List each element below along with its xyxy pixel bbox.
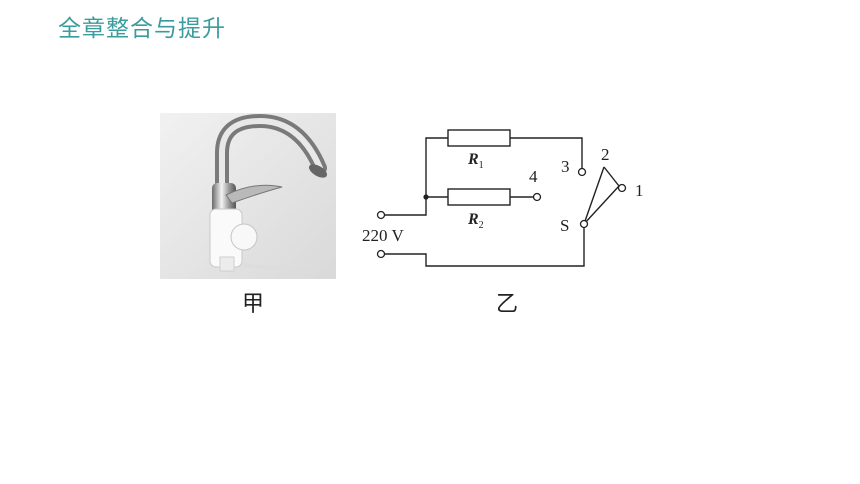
r1-label: R1: [467, 151, 484, 171]
switch-label: S: [560, 216, 569, 235]
contact-1: [617, 183, 627, 193]
page-title: 全章整合与提升: [58, 16, 226, 42]
contact-4-label: 4: [529, 167, 538, 186]
terminal-top: [376, 210, 386, 220]
caption-figure-a: 甲: [242, 292, 265, 317]
junction-dot: [423, 194, 429, 200]
caption-figure-b: 乙: [496, 292, 519, 317]
contact-3: [577, 167, 587, 177]
r2-label: R2: [467, 211, 484, 231]
contact-2-label: 2: [601, 145, 610, 164]
switch-pivot: [579, 219, 589, 229]
contact-1-label: 1: [635, 181, 644, 200]
circuit-diagram: R1 R2 220 V 4 3 2 1 S: [362, 129, 644, 267]
voltage-label: 220 V: [362, 226, 404, 245]
contact-4: [532, 192, 542, 202]
terminal-bottom: [376, 249, 386, 259]
faucet-photo: [160, 113, 336, 279]
contact-3-label: 3: [561, 157, 570, 176]
